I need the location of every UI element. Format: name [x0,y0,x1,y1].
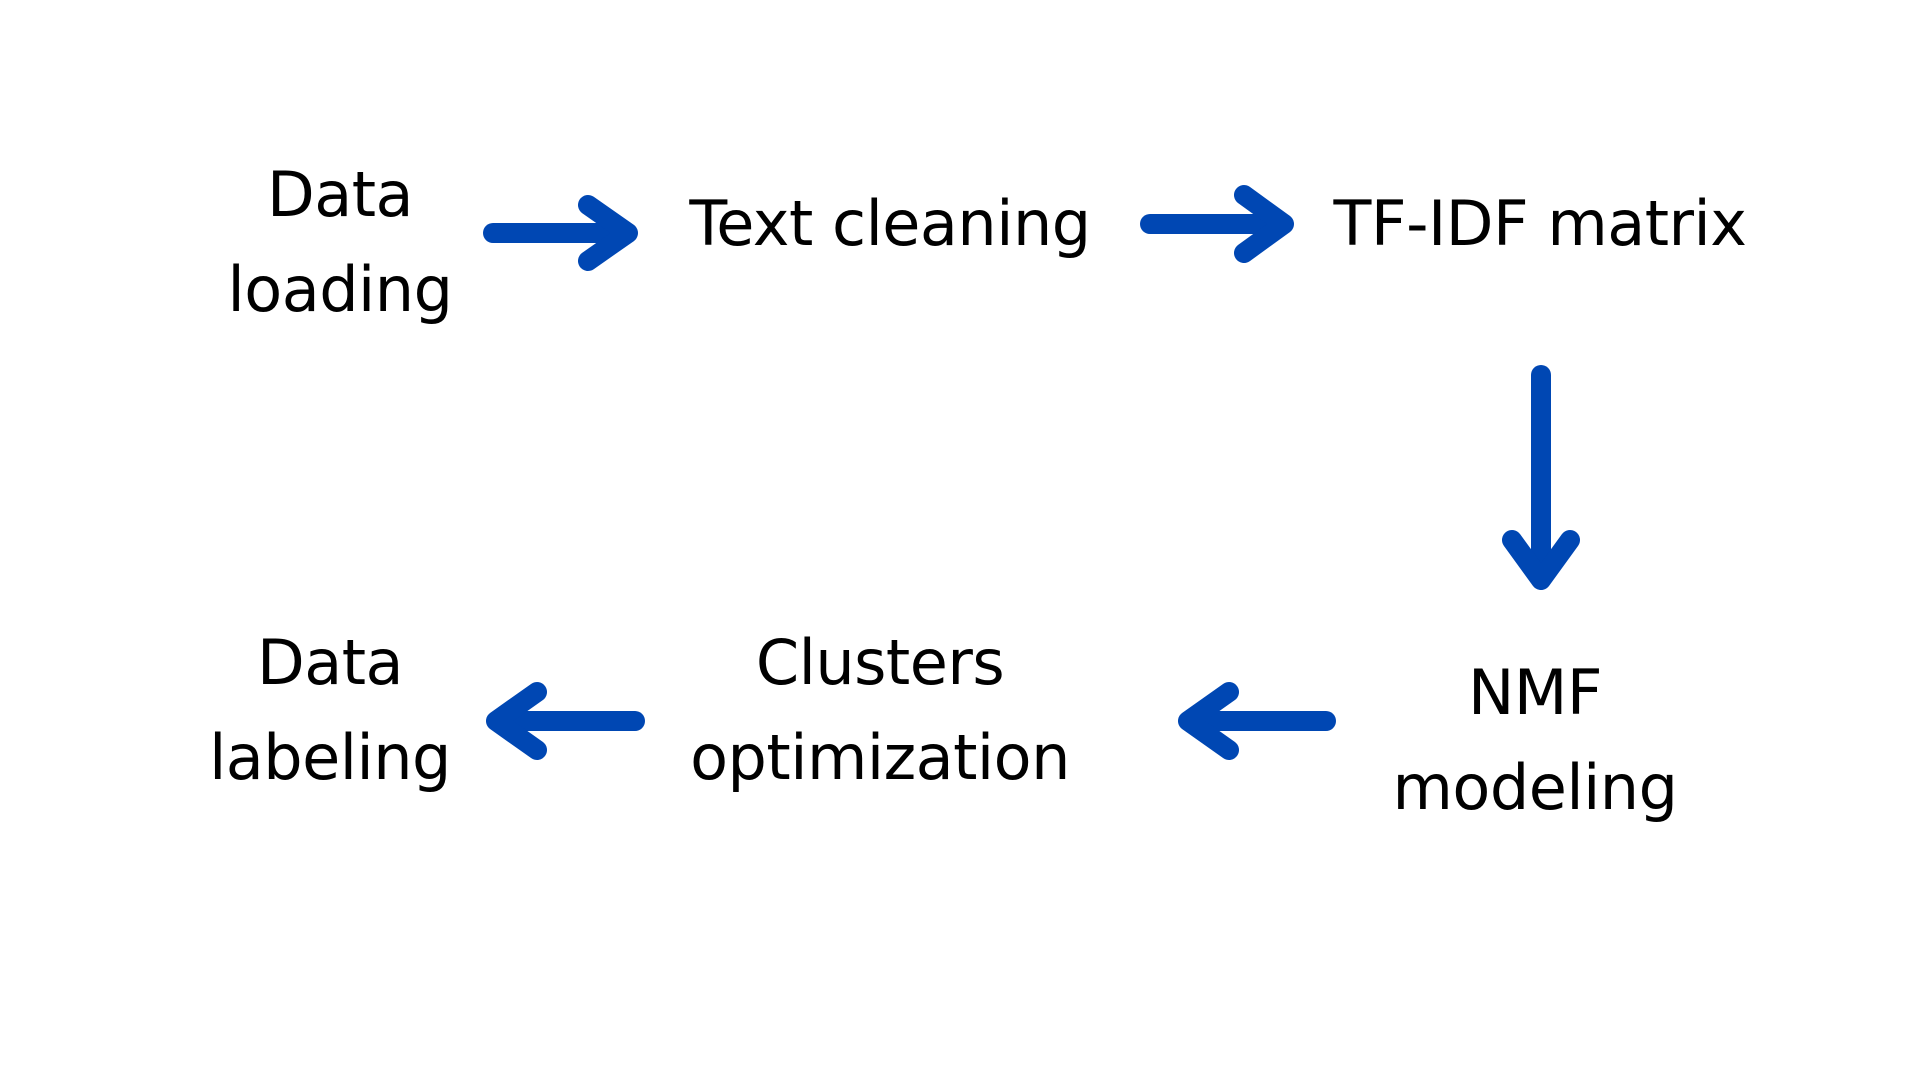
arrow-head [1178,682,1239,760]
node-clusters-optimization: Clusters optimization [640,615,1120,805]
arrow-head [1234,185,1294,263]
arrow-head [486,682,547,760]
node-nmf-modeling: NMF modeling [1385,645,1685,835]
arrow-right-icon [483,195,638,271]
node-label-line: TF-IDF matrix [1333,187,1747,260]
node-label-line: NMF [1467,656,1603,729]
node-label-line: Clusters [755,626,1005,699]
node-text-cleaning: Text cleaning [640,176,1140,271]
node-label-line: Data [256,626,404,699]
node-data-labeling: Data labeling [170,615,490,805]
node-label-line: modeling [1392,751,1678,824]
node-label-line: Text cleaning [689,187,1091,260]
node-label-line: optimization [690,721,1070,794]
node-data-loading: Data loading [180,147,500,337]
arrow-left-icon [486,682,645,760]
arrow-down-icon [1502,365,1580,590]
node-label-line: labeling [209,721,451,794]
arrow-left-icon [1178,682,1336,760]
arrow-head [1502,530,1580,590]
arrow-right-icon [1140,185,1294,263]
node-label-line: loading [227,253,453,326]
node-tfidf-matrix: TF-IDF matrix [1280,176,1800,271]
node-label-line: Data [266,158,414,231]
arrow-head [578,195,638,271]
